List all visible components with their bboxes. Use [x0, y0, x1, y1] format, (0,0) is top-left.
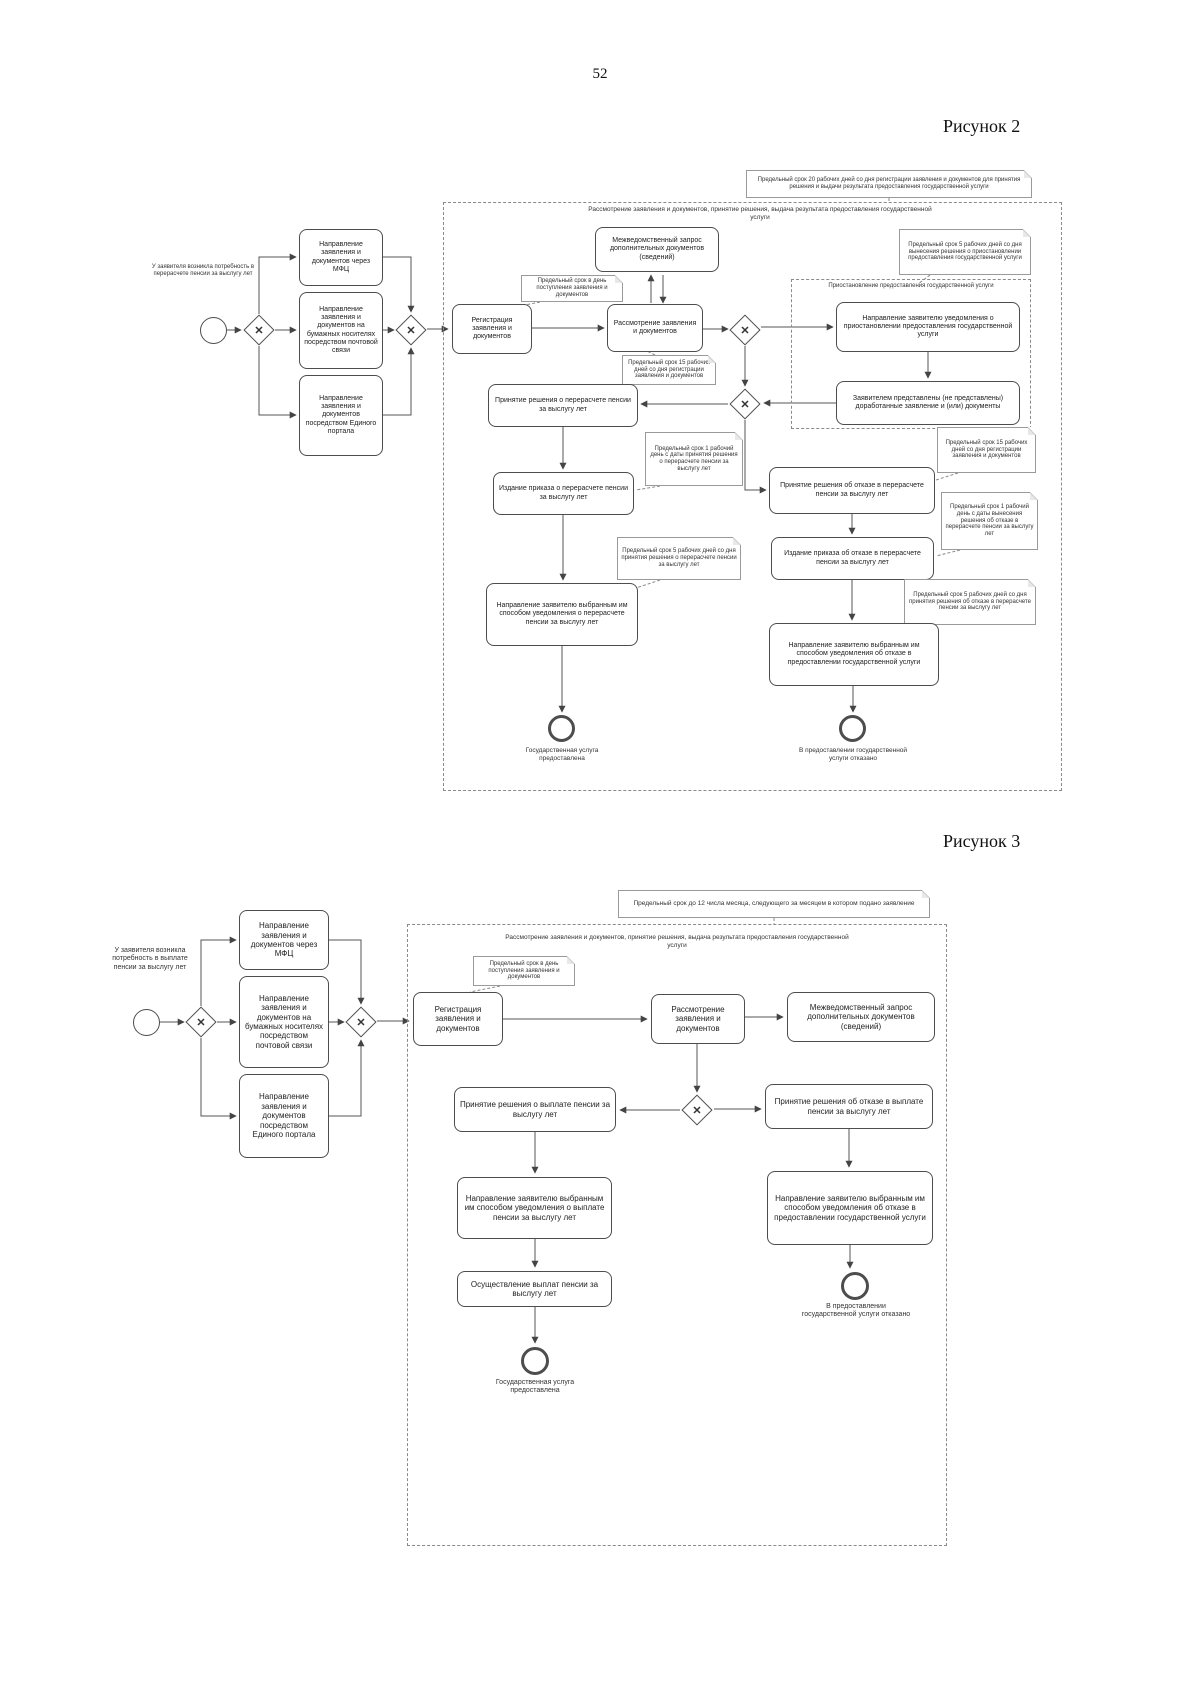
- fig3-task-decision-pay: Принятие решения о выплате пенсии за выс…: [454, 1087, 616, 1132]
- fig3-end-event-provided: [521, 1347, 549, 1375]
- fig2-task-registration: Регистрация заявления и документов: [452, 304, 532, 354]
- figure3-caption: Рисунок 3: [943, 831, 1021, 851]
- fig2-suspension-container: [791, 279, 1031, 429]
- fig2-annotation-deadline-order-recalc: Предельный срок 1 рабочий день с даты пр…: [645, 432, 743, 486]
- fig3-task-channel-portal: Направление заявления и документов посре…: [239, 1074, 329, 1158]
- fig2-task-decision-recalc: Принятие решения о перерасчете пенсии за…: [488, 384, 638, 427]
- fig3-task-channel-mail: Направление заявления и документов на бу…: [239, 976, 329, 1068]
- fig2-task-channel-mail: Направление заявления и документов на бу…: [299, 292, 383, 369]
- fig2-task-decision-refusal: Принятие решения об отказе в перерасчете…: [769, 467, 935, 514]
- fig3-task-notify-pay: Направление заявителю выбранным им спосо…: [457, 1177, 612, 1239]
- fig2-annotation-deadline-suspension: Предельный срок 5 рабочих дней со дня вы…: [899, 229, 1031, 275]
- fig2-task-channel-mfc: Направление заявления и документов через…: [299, 229, 383, 286]
- fig3-gateway-merge-channels: [345, 1006, 377, 1038]
- fig3-end-event-refused: [841, 1272, 869, 1300]
- fig2-end-event-refused: [839, 715, 866, 742]
- fig3-end-label-refused: В предоставлении государственной услуги …: [801, 1303, 911, 1319]
- fig3-task-decision-refusal: Принятие решения об отказе в выплате пен…: [765, 1084, 933, 1129]
- fig2-end-event-provided: [548, 715, 575, 742]
- fig2-task-order-refusal: Издание приказа об отказе в перерасчете …: [771, 537, 934, 580]
- fig2-process-container: [443, 202, 1062, 791]
- fig2-end-label-provided: Государственная услуга предоставлена: [525, 747, 599, 762]
- fig2-annotation-deadline-notify-recalc: Предельный срок 5 рабочих дней со дня пр…: [617, 537, 741, 580]
- page-number: 52: [592, 66, 608, 82]
- fig3-end-label-provided: Государственная услуга предоставлена: [495, 1379, 575, 1395]
- fig2-gateway-split-channels: [243, 314, 275, 346]
- fig2-annotation-deadline-refusal: Предельный срок 15 рабочих дней со дня р…: [937, 427, 1036, 473]
- fig3-task-interagency-request: Межведомственный запрос дополнительных д…: [787, 992, 935, 1042]
- fig2-annotation-deadline-decision: Предельный срок 15 рабочих дней со дня р…: [622, 355, 716, 385]
- fig2-annotation-deadline-total: Предельный срок 20 рабочих дней со дня р…: [746, 170, 1032, 198]
- fig2-start-label: У заявителя возникла потребность в перер…: [151, 264, 255, 278]
- fig2-suspension-title: Приостановление предоставления государст…: [828, 283, 994, 289]
- fig2-start-event: [200, 317, 227, 344]
- fig2-task-notify-recalc: Направление заявителю выбранным им спосо…: [486, 583, 638, 646]
- fig3-annotation-deadline-registration: Предельный срок в день поступления заявл…: [473, 956, 575, 986]
- fig2-container-title: Рассмотрение заявления и документов, при…: [588, 206, 932, 221]
- fig2-task-review: Рассмотрение заявления и документов: [607, 304, 703, 352]
- figure2-caption: Рисунок 2: [943, 116, 1021, 136]
- fig2-annotation-deadline-order-refusal: Предельный срок 1 рабочий день с даты вы…: [941, 492, 1038, 550]
- fig3-task-payment: Осуществление выплат пенсии за выслугу л…: [457, 1271, 612, 1307]
- fig3-start-label: У заявителя возникла потребность в выпла…: [112, 947, 188, 971]
- fig2-annotation-deadline-notify-refusal: Предельный срок 5 рабочих дней со дня пр…: [904, 579, 1036, 625]
- fig2-task-interagency-request: Межведомственный запрос дополнительных д…: [595, 227, 719, 272]
- fig2-task-resubmit-documents: Заявителем представлены (не представлены…: [836, 381, 1020, 425]
- fig3-task-notify-refusal: Направление заявителю выбранным им спосо…: [767, 1171, 933, 1245]
- fig3-task-channel-mfc: Направление заявления и документов через…: [239, 910, 329, 970]
- fig3-start-event: [133, 1009, 160, 1036]
- fig3-annotation-deadline-total: Предельный срок до 12 числа месяца, след…: [618, 890, 930, 918]
- fig2-task-notify-refusal: Направление заявителю выбранным им спосо…: [769, 623, 939, 686]
- fig3-process-container: [407, 924, 947, 1546]
- fig3-task-review: Рассмотрение заявления и документов: [651, 994, 745, 1044]
- fig2-task-notify-suspension: Направление заявителю уведомления о прио…: [836, 302, 1020, 352]
- fig2-annotation-deadline-registration: Предельный срок в день поступления заявл…: [521, 275, 623, 302]
- fig3-container-title: Рассмотрение заявления и документов, при…: [505, 934, 849, 949]
- fig2-task-channel-portal: Направление заявления и документов посре…: [299, 375, 383, 456]
- fig2-task-order-recalc: Издание приказа о перерасчете пенсии за …: [493, 472, 634, 515]
- fig3-gateway-split-channels: [185, 1006, 217, 1038]
- fig2-end-label-refused: В предоставлении государственной услуги …: [798, 747, 908, 762]
- fig3-task-registration: Регистрация заявления и документов: [413, 992, 503, 1046]
- fig2-gateway-merge-channels: [395, 314, 427, 346]
